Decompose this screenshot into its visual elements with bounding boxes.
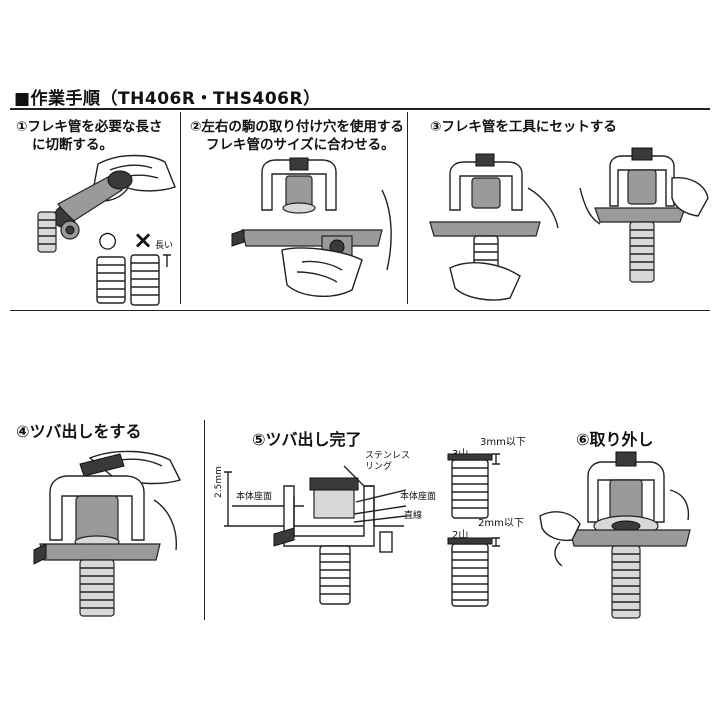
body-face-left-label: 本体座面 (236, 492, 273, 502)
step5-cross-section (224, 465, 407, 605)
tube3-figure (447, 453, 500, 519)
lower-divider (204, 420, 205, 620)
ng-tube (130, 254, 171, 306)
step3-line1: ③フレキ管を工具にセットする (430, 119, 617, 135)
ok-tube (96, 256, 126, 304)
step1-tube-samples (96, 254, 171, 306)
stainless-label-1: ステンレス (365, 451, 411, 461)
tube2-dim-label: 2mm以下 (478, 518, 524, 529)
step6-tool-illustration (539, 451, 691, 619)
stainless-label-2: リング (365, 462, 393, 472)
tube2-peaks-label: 2山 (452, 530, 469, 541)
upper-divider-1 (180, 112, 181, 304)
step1-line2: に切断する。 (32, 137, 113, 153)
top-divider (10, 108, 710, 110)
step2-line1: ②左右の駒の取り付け穴を使用する (190, 119, 404, 135)
step1-caption: ①フレキ管を必要な長さ に切断する。 (16, 118, 162, 154)
step2-tool-illustration (231, 157, 392, 298)
step6-caption: ⑥取り外し (576, 430, 654, 449)
upper-divider-2 (407, 112, 408, 304)
step1-line1: ①フレキ管を必要な長さ (16, 119, 163, 135)
step3-tool-illustration (429, 147, 709, 301)
step5-caption: ⑤ツバ出し完了 (252, 430, 362, 449)
body-face-right-label: 本体座面 (400, 492, 437, 502)
step4-caption: ④ツバ出しをする (16, 422, 142, 441)
step1-cutter-illustration (37, 154, 176, 253)
step4-tool-illustration (33, 450, 181, 617)
page-title: ■作業手順（TH406R・THS406R） (14, 89, 321, 109)
upper-panel-bottom-rule (10, 310, 710, 311)
ng-label: 長い (155, 241, 174, 251)
ok-mark: ○ (98, 228, 118, 253)
straight-label: 直線 (404, 511, 423, 521)
tube3-dim-label: 3mm以下 (480, 437, 526, 448)
step2-caption: ②左右の駒の取り付け穴を使用する フレキ管のサイズに合わせる。 (190, 118, 404, 154)
tube2-figure (447, 537, 500, 607)
step2-line2: フレキ管のサイズに合わせる。 (206, 137, 395, 153)
ng-mark: × (133, 226, 154, 254)
step3-caption: ③フレキ管を工具にセットする (430, 118, 617, 136)
